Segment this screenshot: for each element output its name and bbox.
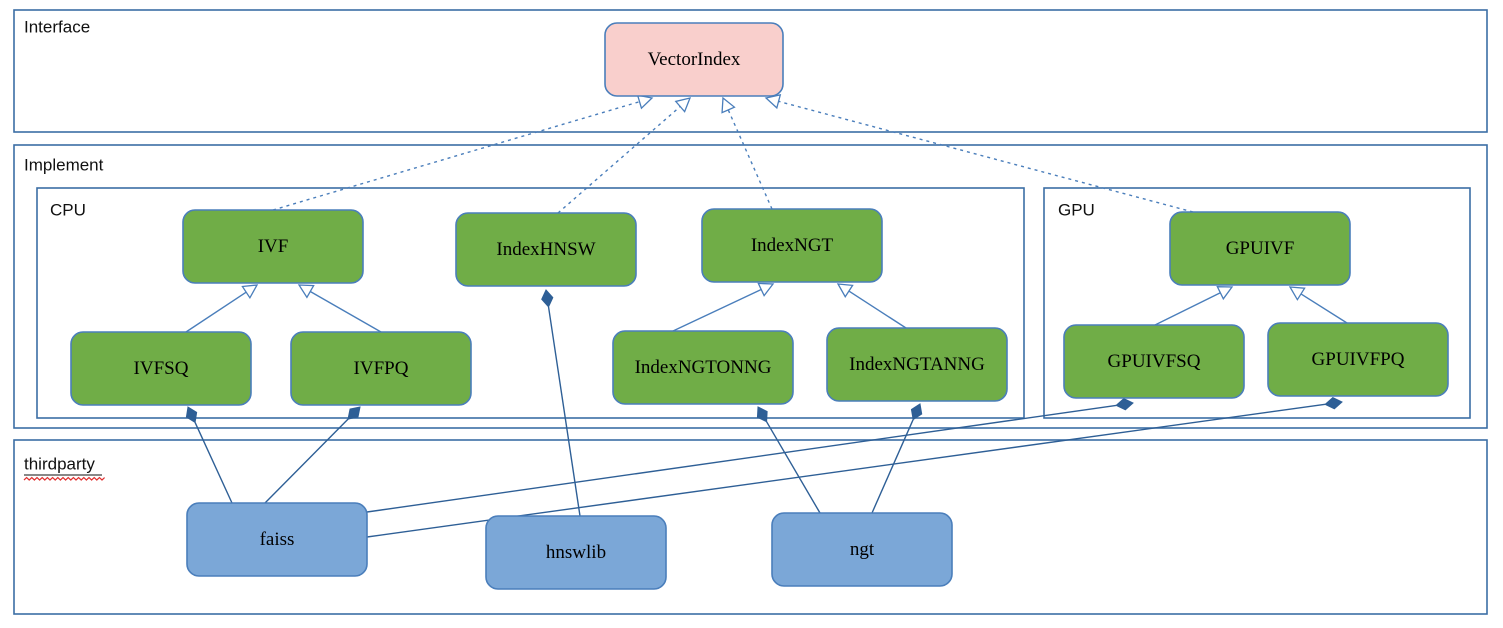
edge-gpuivf-vectorindex-line	[778, 100, 1194, 213]
node-indexngtanng[interactable]: IndexNGTANNG	[826, 327, 1008, 402]
edge-faiss-gpuivfsq-diamond-icon	[1115, 398, 1134, 411]
edge-faiss-gpuivfpq-diamond-icon	[1324, 397, 1343, 410]
container-cpu-label: CPU	[50, 200, 86, 219]
container-interface-label: Interface	[24, 17, 90, 36]
edge-indexhnsw-vectorindex	[557, 97, 692, 214]
node-indexhnsw-rect[interactable]	[455, 212, 637, 287]
node-vectorindex-label: VectorIndex	[648, 49, 741, 70]
node-gpuivf-label: GPUIVF	[1226, 238, 1295, 259]
edge-faiss-ivfpq-diamond-icon	[347, 406, 361, 420]
node-hnswlib-label: hnswlib	[546, 542, 606, 563]
node-indexngt-rect[interactable]	[701, 208, 883, 283]
edge-ivfpq-ivf-line	[309, 290, 382, 333]
node-ivf-label: IVF	[258, 236, 289, 257]
edge-ngt-indexngtanng-diamond-icon	[910, 403, 923, 421]
node-indexngtonng[interactable]: IndexNGTONNG	[612, 330, 794, 405]
node-ivf-rect[interactable]	[182, 209, 364, 284]
node-ivf[interactable]: IVF	[182, 209, 364, 284]
node-faiss[interactable]: faiss	[186, 502, 368, 577]
node-ngt-rect[interactable]	[771, 512, 953, 587]
edge-hnswlib-indexhnsw-line	[547, 306, 581, 517]
edge-ngt-indexngtanng	[871, 403, 923, 514]
node-gpuivfpq-rect[interactable]	[1267, 322, 1449, 397]
annotations-layer	[23, 474, 106, 481]
node-gpuivfpq-label: GPUIVFPQ	[1312, 349, 1405, 370]
node-indexngt-label: IndexNGT	[751, 235, 834, 256]
edge-hnswlib-indexhnsw	[541, 289, 581, 517]
edge-indexngt-vectorindex-triangle-icon	[721, 96, 736, 114]
node-ivfpq-rect[interactable]	[290, 331, 472, 406]
edge-ngtanng-indexngt-line	[848, 290, 907, 329]
edge-ngtonng-indexngt-line	[672, 288, 762, 332]
edge-ngt-indexngtonng-line	[765, 421, 821, 514]
thirdparty-spellcheck-squiggle-icon	[23, 476, 106, 481]
edge-faiss-gpuivfpq-line	[366, 403, 1326, 538]
edge-indexhnsw-vectorindex-line	[557, 106, 681, 214]
node-ngt-label: ngt	[850, 539, 875, 560]
edge-indexhnsw-vectorindex-triangle-icon	[674, 97, 692, 113]
edge-faiss-ivfsq-line	[194, 422, 233, 504]
edge-faiss-gpuivfpq	[366, 397, 1343, 538]
edge-ngt-indexngtonng-diamond-icon	[756, 406, 768, 423]
edge-ivfsq-ivf-line	[185, 291, 247, 333]
edge-ngtanng-indexngt-triangle-icon	[836, 283, 854, 298]
edge-faiss-gpuivfsq-line	[366, 404, 1117, 513]
node-ivfsq-rect[interactable]	[70, 331, 252, 406]
node-indexngtanng-rect[interactable]	[826, 327, 1008, 402]
node-hnswlib[interactable]: hnswlib	[485, 515, 667, 590]
node-gpuivf-rect[interactable]	[1169, 211, 1351, 286]
edge-gpuivfpq-gpuivf-line	[1300, 293, 1348, 324]
node-faiss-label: faiss	[260, 529, 295, 550]
edge-ivfpq-ivf	[297, 284, 382, 333]
node-indexhnsw[interactable]: IndexHNSW	[455, 212, 637, 287]
node-ngt[interactable]: ngt	[771, 512, 953, 587]
edge-gpuivfsq-gpuivf	[1154, 286, 1234, 326]
node-ivfpq-label: IVFPQ	[354, 358, 409, 379]
node-gpuivf[interactable]: GPUIVF	[1169, 211, 1351, 286]
node-faiss-rect[interactable]	[186, 502, 368, 577]
edge-gpuivfpq-gpuivf	[1288, 286, 1348, 324]
node-indexhnsw-label: IndexHNSW	[496, 239, 595, 260]
edge-ivfsq-ivf	[185, 284, 259, 333]
edge-ivf-vectorindex-line	[272, 101, 640, 211]
edge-hnswlib-indexhnsw-diamond-icon	[541, 289, 554, 308]
edge-gpuivfsq-gpuivf-line	[1154, 292, 1221, 326]
edge-ngt-indexngtonng	[756, 406, 821, 514]
edge-gpuivfpq-gpuivf-triangle-icon	[1288, 286, 1306, 301]
node-indexngtonng-rect[interactable]	[612, 330, 794, 405]
container-implement-label: Implement	[24, 155, 104, 174]
node-gpuivfsq[interactable]: GPUIVFSQ	[1063, 324, 1245, 399]
edges-layer	[185, 93, 1348, 538]
edge-ivfpq-ivf-triangle-icon	[297, 284, 315, 299]
edge-ngt-indexngtanng-line	[871, 419, 914, 514]
edge-faiss-ivfpq	[264, 406, 361, 504]
edge-ngtonng-indexngt-triangle-icon	[757, 282, 775, 297]
edge-indexngt-vectorindex	[721, 96, 773, 210]
edge-ngtonng-indexngt	[672, 282, 775, 332]
node-indexngtanng-label: IndexNGTANNG	[849, 354, 985, 375]
edge-ivfsq-ivf-triangle-icon	[241, 284, 259, 300]
node-vectorindex[interactable]: VectorIndex	[604, 22, 784, 97]
node-ivfsq[interactable]: IVFSQ	[70, 331, 252, 406]
node-indexngtonng-label: IndexNGTONNG	[635, 357, 772, 378]
node-gpuivfpq[interactable]: GPUIVFPQ	[1267, 322, 1449, 397]
edge-gpuivfsq-gpuivf-triangle-icon	[1216, 286, 1234, 301]
edge-faiss-ivfsq-diamond-icon	[185, 406, 198, 424]
edge-faiss-ivfpq-line	[264, 418, 349, 504]
edge-faiss-ivfsq	[185, 406, 233, 504]
container-gpu-label: GPU	[1058, 200, 1095, 219]
node-indexngt[interactable]: IndexNGT	[701, 208, 883, 283]
container-thirdparty-label: thirdparty	[24, 454, 95, 473]
node-hnswlib-rect[interactable]	[485, 515, 667, 590]
node-gpuivfsq-rect[interactable]	[1063, 324, 1245, 399]
edge-ngtanng-indexngt	[836, 283, 907, 329]
edge-faiss-gpuivfsq	[366, 398, 1134, 513]
node-vectorindex-rect[interactable]	[604, 22, 784, 97]
node-ivfpq[interactable]: IVFPQ	[290, 331, 472, 406]
node-gpuivfsq-label: GPUIVFSQ	[1108, 351, 1201, 372]
node-ivfsq-label: IVFSQ	[134, 358, 189, 379]
